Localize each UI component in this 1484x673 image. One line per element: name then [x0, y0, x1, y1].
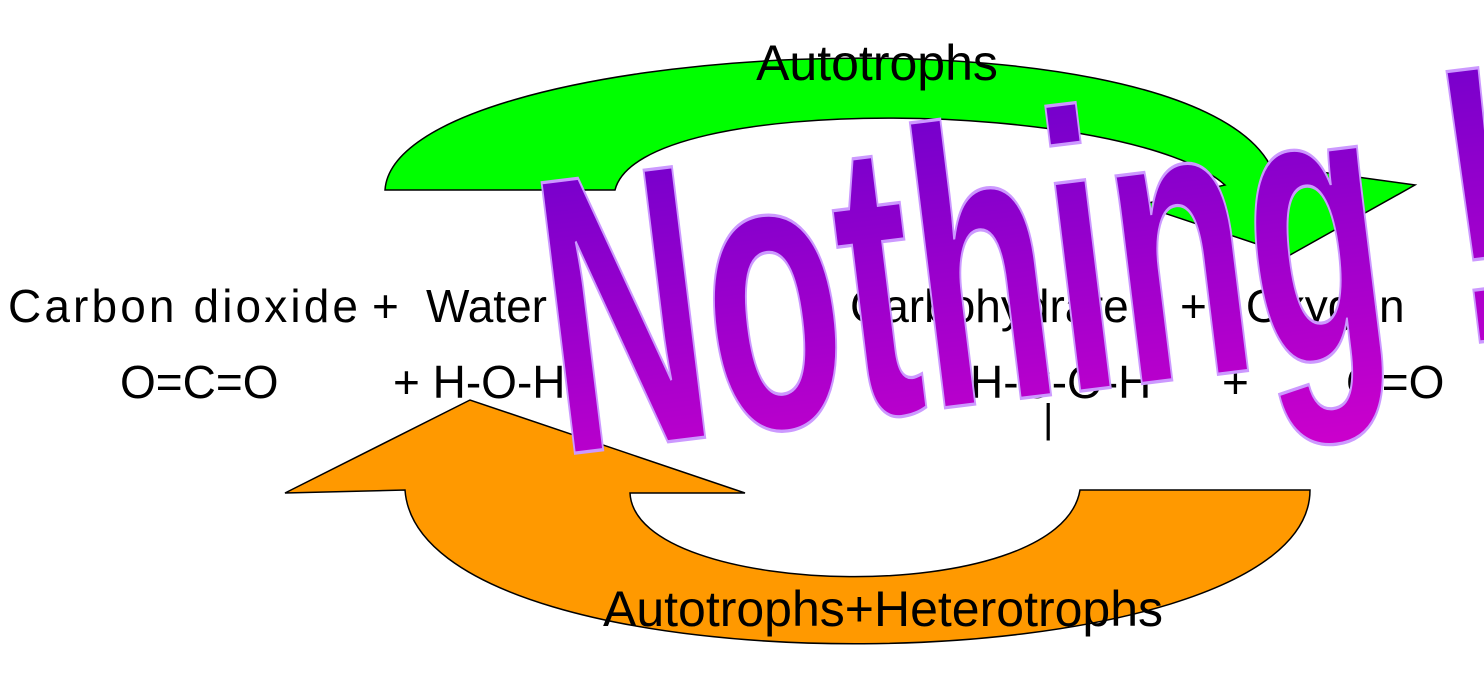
- formula-water: + H-O-H: [393, 356, 566, 408]
- formula-equation: O=C=O + H-O-H H-C-O-H | + O=O: [120, 356, 1444, 441]
- top-arrow-label: Autotrophs: [756, 35, 998, 91]
- formula-carbohydrate: H-C-O-H: [970, 356, 1151, 408]
- plus-sign-1: +: [372, 280, 399, 332]
- bond-mark: |: [1043, 397, 1053, 441]
- plus-sign-2: +: [1180, 280, 1207, 332]
- bottom-arrow-label: Autotrophs+Heterotrophs: [603, 581, 1163, 637]
- nothing-wordart: Nothing !: [515, 0, 1484, 542]
- reactant-carbon-dioxide: Carbon dioxide: [8, 280, 358, 332]
- reactant-water: Water: [426, 280, 547, 332]
- top-cycle-arrow: [384, 57, 1418, 256]
- word-equation: Carbon dioxide + Water Carbohydrate + Ox…: [8, 280, 1405, 332]
- product-carbohydrate: Carbohydrate: [850, 280, 1129, 332]
- product-oxygen: Oxygen: [1246, 280, 1405, 332]
- formula-plus: +: [1222, 356, 1249, 408]
- nothing-wordart-text: Nothing !: [516, 0, 1484, 541]
- bottom-cycle-arrow: [284, 399, 1311, 645]
- formula-oxygen: O=O: [1346, 356, 1444, 408]
- formula-carbon-dioxide: O=C=O: [120, 356, 279, 408]
